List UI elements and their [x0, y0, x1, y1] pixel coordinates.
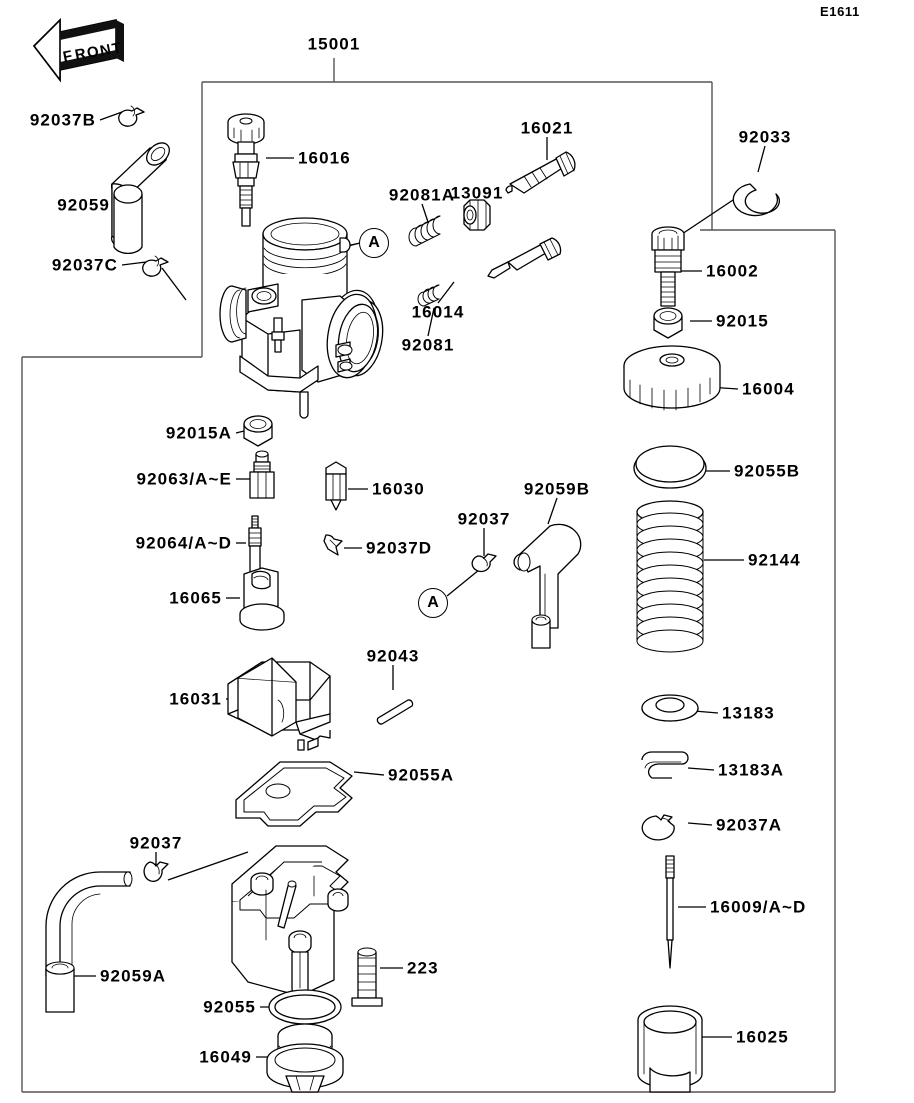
label-92037a[interactable]: 92037A	[716, 815, 783, 835]
part-92033-circlip	[732, 183, 780, 217]
label-16065[interactable]: 16065	[169, 588, 222, 608]
svg-text:R: R	[74, 45, 88, 64]
label-92037b[interactable]: 92037B	[29, 110, 96, 130]
label-92081[interactable]: 92081	[401, 335, 455, 355]
part-16031-float	[227, 657, 331, 751]
part-92055a-gasket	[235, 761, 353, 827]
part-92064-pilot-jet	[248, 515, 262, 575]
label-92033[interactable]: 92033	[738, 127, 792, 147]
part-92081-spring	[417, 284, 440, 307]
label-92037d[interactable]: 92037D	[366, 538, 433, 558]
part-92015a-nut	[243, 415, 273, 447]
part-float-bowl	[231, 845, 349, 999]
part-92059b-hose	[513, 523, 582, 649]
part-13183a-clip	[641, 751, 689, 779]
svg-text:O: O	[86, 43, 101, 62]
part-92015-nut	[653, 307, 683, 339]
part-16065-holder	[239, 567, 285, 631]
label-223[interactable]: 223	[407, 958, 439, 978]
part-92144-spring	[636, 500, 704, 653]
part-92037-clip-bowl	[143, 861, 169, 883]
label-16031[interactable]: 16031	[169, 689, 222, 709]
part-13091-holder	[463, 199, 491, 231]
label-92037-bowl[interactable]: 92037	[129, 833, 183, 853]
label-92055a[interactable]: 92055A	[388, 765, 455, 785]
part-92055b-o-ring	[633, 445, 707, 489]
label-92037c[interactable]: 92037C	[51, 255, 118, 275]
part-92059a-hose	[45, 871, 133, 1013]
section-marker-a-upper: A	[359, 228, 389, 258]
label-16049[interactable]: 16049	[199, 1047, 252, 1067]
section-marker-a-lower: A	[418, 588, 448, 618]
label-92081a[interactable]: 92081A	[388, 185, 456, 205]
bracket-15001	[201, 58, 713, 357]
part-16009-jet-needle	[665, 855, 675, 969]
part-16016-idle-adjust-screw	[227, 113, 265, 227]
label-13183[interactable]: 13183	[722, 703, 775, 723]
label-16002[interactable]: 16002	[706, 261, 759, 281]
svg-text:N: N	[99, 41, 113, 60]
label-16009[interactable]: 16009/A~D	[710, 897, 807, 917]
label-92144[interactable]: 92144	[748, 550, 801, 570]
part-16021-throttle-screw	[505, 151, 576, 194]
label-92063[interactable]: 92063/A~E	[136, 469, 232, 489]
part-16049-drain-plug	[266, 1023, 344, 1093]
svg-text:F: F	[62, 47, 74, 65]
part-92037a-e-clip	[641, 814, 675, 841]
label-16025[interactable]: 16025	[736, 1027, 789, 1047]
label-16016[interactable]: 16016	[298, 148, 351, 168]
part-16004-top-cap	[623, 345, 721, 411]
label-16021[interactable]: 16021	[520, 118, 574, 138]
svg-text:T: T	[111, 39, 123, 57]
label-92059a[interactable]: 92059A	[100, 966, 167, 986]
sheet-code: E1611	[820, 4, 860, 19]
part-223-drain-screw	[351, 947, 383, 1007]
label-92064[interactable]: 92064/A~D	[135, 533, 232, 553]
label-16004[interactable]: 16004	[742, 379, 795, 399]
bracket-right-column	[700, 229, 836, 1092]
label-92015[interactable]: 92015	[716, 311, 769, 331]
part-92037d-clip	[323, 534, 343, 556]
label-92055[interactable]: 92055	[203, 997, 256, 1017]
label-92059[interactable]: 92059	[57, 195, 110, 215]
part-92037b-clip	[118, 105, 145, 127]
label-assembly-15001[interactable]: 15001	[307, 34, 361, 54]
part-92043-pin	[376, 699, 414, 725]
label-13091[interactable]: 13091	[450, 183, 504, 203]
label-92055b[interactable]: 92055B	[734, 461, 801, 481]
label-92037-center[interactable]: 92037	[457, 509, 511, 529]
front-direction-marker: F R O N T	[20, 8, 132, 84]
label-92043[interactable]: 92043	[366, 646, 420, 666]
part-92059-hose	[111, 142, 170, 255]
part-16002-jet-holder	[651, 226, 685, 307]
part-92037c-clip	[142, 255, 169, 277]
label-92015a[interactable]: 92015A	[165, 423, 232, 443]
part-16025-sleeve	[637, 1005, 703, 1093]
part-13183-washer	[641, 694, 699, 722]
part-92055-o-ring	[268, 989, 342, 1025]
label-16014[interactable]: 16014	[411, 302, 465, 322]
label-92059b[interactable]: 92059B	[523, 479, 591, 499]
part-16014-pilot-screw	[487, 237, 562, 279]
part-carburetor-body	[219, 217, 384, 419]
part-92063-main-jet	[249, 450, 275, 499]
part-16030-needle-valve	[325, 461, 347, 511]
part-92081a-spring	[408, 215, 441, 247]
part-92037-clip-center	[471, 553, 497, 573]
bracket-main-lower	[21, 356, 835, 1093]
label-16030[interactable]: 16030	[372, 479, 425, 499]
label-13183a[interactable]: 13183A	[718, 760, 785, 780]
